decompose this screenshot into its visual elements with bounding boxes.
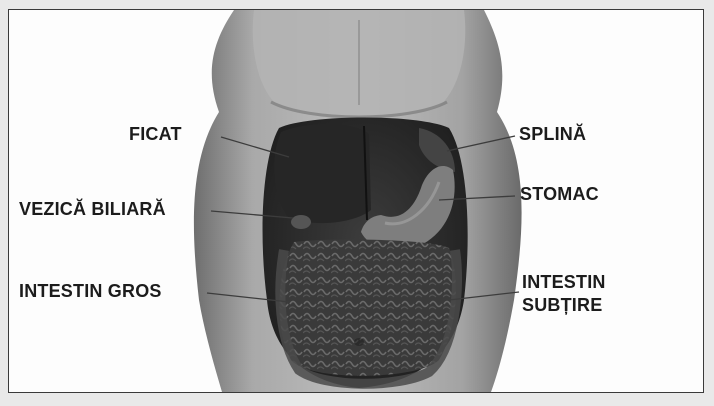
liver (274, 124, 371, 223)
anatomy-diagram-frame: FICAT VEZICĂ BILIARĂ INTESTIN GROS SPLIN… (8, 9, 704, 393)
label-spleen: SPLINĂ (519, 124, 586, 145)
gallbladder (291, 215, 311, 229)
label-large-intestine: INTESTIN GROS (19, 281, 162, 302)
label-gallbladder: VEZICĂ BILIARĂ (19, 199, 166, 220)
label-small-intestine-line1: INTESTIN (522, 272, 606, 293)
label-small-intestine-line2: SUBȚIRE (522, 295, 602, 316)
label-liver: FICAT (129, 124, 182, 145)
small-intestine (279, 240, 456, 376)
label-stomach: STOMAC (520, 184, 599, 205)
